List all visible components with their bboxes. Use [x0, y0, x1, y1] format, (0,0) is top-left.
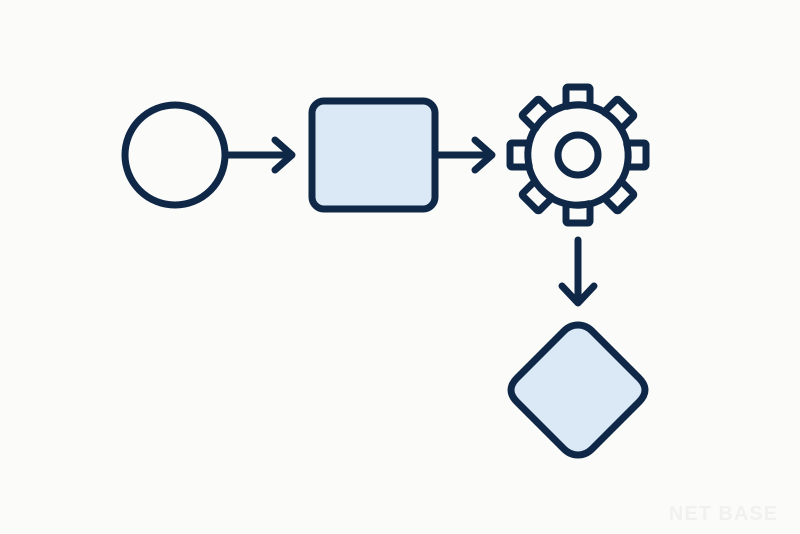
watermark-text: NET BASE: [668, 503, 778, 525]
arrow-process-to-decision: [558, 236, 598, 307]
arrow-task-to-process: [433, 136, 496, 174]
gear-icon: [506, 83, 650, 227]
start-event-node: [121, 101, 229, 209]
arrow-start-to-task: [224, 136, 296, 174]
task-node: [308, 97, 439, 213]
decision-node: [507, 321, 649, 459]
